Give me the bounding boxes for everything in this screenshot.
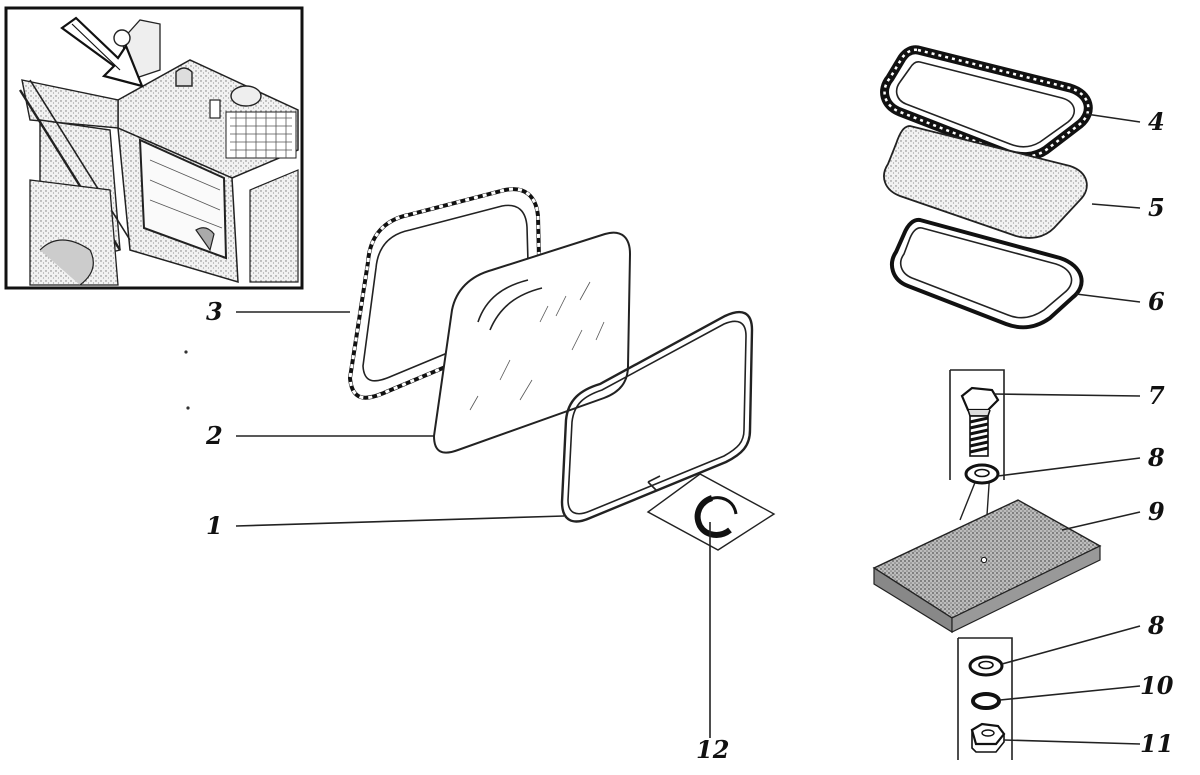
part-2-glass-pane xyxy=(432,231,632,454)
location-inset xyxy=(4,6,304,290)
part-8-lower-washer xyxy=(968,655,1004,677)
callout-2: 2 xyxy=(205,421,223,450)
callout-7: 7 xyxy=(1148,381,1165,410)
callout-4: 4 xyxy=(1148,107,1165,136)
callout-3: 3 xyxy=(206,297,223,326)
location-arrow xyxy=(60,16,144,88)
part-1-seal-ring xyxy=(560,310,754,523)
part-6-gasket xyxy=(890,217,1084,330)
callout-8-lower: 8 xyxy=(1147,611,1165,640)
callout-1: 1 xyxy=(206,511,223,540)
knob xyxy=(175,67,193,87)
callout-8-upper: 8 xyxy=(1147,443,1165,472)
callout-10: 10 xyxy=(1140,671,1174,700)
left-leader-lines xyxy=(235,311,711,738)
machine-sketch xyxy=(18,19,299,286)
callout-12: 12 xyxy=(696,735,729,764)
right-leader-lines xyxy=(993,113,1141,745)
scan-specks xyxy=(184,350,190,410)
callout-labels: 3 2 1 12 4 5 6 7 8 9 8 10 11 xyxy=(205,107,1174,764)
part-8-upper-washer xyxy=(964,463,1000,485)
part-12-section-detail xyxy=(646,473,776,551)
callout-5: 5 xyxy=(1148,193,1165,222)
part-11-nut xyxy=(970,722,1006,753)
part-9-pad xyxy=(872,499,1102,634)
callout-6: 6 xyxy=(1148,287,1165,316)
filler-cap xyxy=(230,85,262,107)
part-10-spring-washer xyxy=(971,692,1001,710)
callout-9: 9 xyxy=(1148,497,1165,526)
part-5-plate xyxy=(883,125,1088,239)
part-7-bolt xyxy=(960,386,1000,457)
callout-11: 11 xyxy=(1140,729,1173,758)
vent-grille xyxy=(225,111,297,159)
